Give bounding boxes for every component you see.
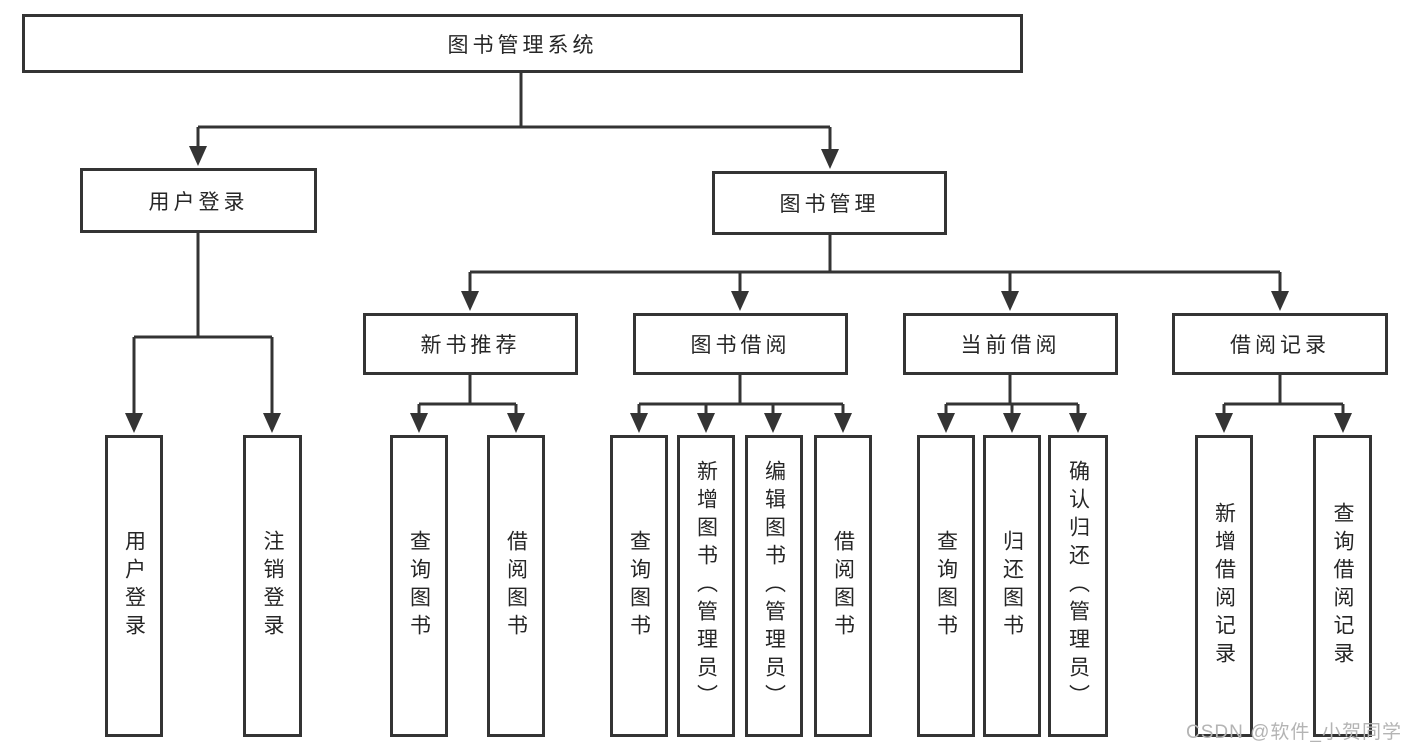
leaf-query-books-current: 查询图书 xyxy=(917,435,975,737)
leaf-logout: 注销登录 xyxy=(243,435,302,737)
leaf-edit-book-admin: 编辑图书（管理员） xyxy=(745,435,803,737)
leaf-query-books-borrow: 查询图书 xyxy=(610,435,668,737)
leaf-add-book-admin: 新增图书（管理员） xyxy=(677,435,735,737)
leaf-borrow-books-recommend: 借阅图书 xyxy=(487,435,545,737)
node-borrow-records: 借阅记录 xyxy=(1172,313,1388,375)
leaf-confirm-return-admin: 确认归还（管理员） xyxy=(1048,435,1108,737)
leaf-user-login: 用户登录 xyxy=(105,435,163,737)
node-book-management: 图书管理 xyxy=(712,171,947,235)
leaf-borrow-books: 借阅图书 xyxy=(814,435,872,737)
node-book-borrow: 图书借阅 xyxy=(633,313,848,375)
leaf-add-borrow-record: 新增借阅记录 xyxy=(1195,435,1253,737)
node-user-login: 用户登录 xyxy=(80,168,317,233)
csdn-watermark: CSDN @软件_小贺同学 xyxy=(1186,722,1402,743)
leaf-query-borrow-record: 查询借阅记录 xyxy=(1313,435,1372,737)
leaf-return-book: 归还图书 xyxy=(983,435,1041,737)
node-current-borrow: 当前借阅 xyxy=(903,313,1118,375)
node-library-management-system: 图书管理系统 xyxy=(22,14,1023,73)
node-new-book-recommend: 新书推荐 xyxy=(363,313,578,375)
leaf-query-books-recommend: 查询图书 xyxy=(390,435,448,737)
